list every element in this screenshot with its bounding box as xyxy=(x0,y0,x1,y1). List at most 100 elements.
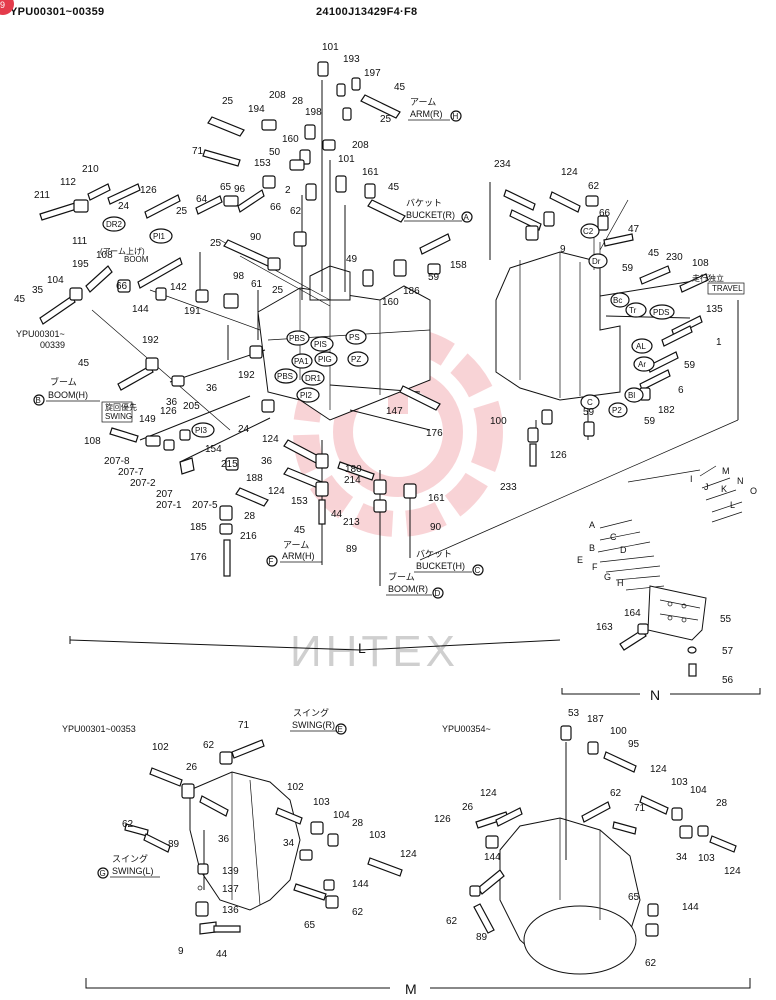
port-ps: PS xyxy=(349,333,360,342)
callout-boom-up-jp: (アーム上げ) xyxy=(100,247,145,256)
port-pbs-lower: PBS xyxy=(277,372,293,381)
legend-letter-b: B xyxy=(589,543,595,553)
callout-arm-r: ARM(R) xyxy=(410,109,443,119)
callout-arm-r-ref: H xyxy=(453,112,459,121)
callout-arm-r-jp: アーム xyxy=(410,97,436,107)
legend-letter-i: I xyxy=(690,474,693,484)
part-28: 28 xyxy=(352,818,364,829)
part-49: 49 xyxy=(346,254,358,265)
part-6: 6 xyxy=(678,385,684,396)
callout-bucket-h-jp: バケット xyxy=(416,549,452,559)
part-65: 65 xyxy=(220,182,232,193)
part-9: 9 xyxy=(178,946,184,957)
part-59: 59 xyxy=(622,263,634,274)
port-pi2: PI2 xyxy=(300,391,313,400)
part-108: 108 xyxy=(692,258,709,269)
legend-letter-d: D xyxy=(620,545,627,555)
part-126: 126 xyxy=(160,406,177,417)
part-1: 1 xyxy=(716,337,722,348)
part-71: 71 xyxy=(238,720,250,731)
callout-travel-jp: 走行独立 xyxy=(692,273,724,283)
travel-valve-assembly: C2 Dr Bc Tr PDS AL Ar Bl C P2 走行独立 TRAVE… xyxy=(489,159,745,493)
legend-letter-a: A xyxy=(589,520,595,530)
part-136: 136 xyxy=(222,905,239,916)
part-185: 185 xyxy=(190,522,207,533)
part-210: 210 xyxy=(82,164,99,175)
callout-bucket-r-jp: バケット xyxy=(406,198,442,208)
part-182: 182 xyxy=(658,405,675,416)
part-45: 45 xyxy=(294,525,306,536)
port-pig: PIG xyxy=(318,355,332,364)
part-95: 95 xyxy=(628,739,640,750)
part-207-1: 207-1 xyxy=(156,500,182,511)
part-47: 47 xyxy=(628,224,640,235)
part-154: 154 xyxy=(205,444,222,455)
section-n-detail: A B C D E F G H I J K L M N O 164 55 163 xyxy=(561,465,761,703)
part-101: 101 xyxy=(338,154,355,165)
part-213: 213 xyxy=(343,517,360,528)
part-55: 55 xyxy=(720,614,732,625)
part-98: 98 xyxy=(233,271,245,282)
part-62: 62 xyxy=(610,788,622,799)
legend-letter-l: L xyxy=(730,500,735,510)
part-163: 163 xyxy=(596,622,613,633)
part-53: 53 xyxy=(568,708,580,719)
part-50: 50 xyxy=(269,147,281,158)
part-124: 124 xyxy=(724,866,741,877)
part-26: 26 xyxy=(462,802,474,813)
part-90: 90 xyxy=(430,522,442,533)
part-108: 108 xyxy=(96,250,113,261)
part-207-8: 207-8 xyxy=(104,456,130,467)
callout-bucket-r: BUCKET(R) xyxy=(406,210,455,220)
part-89: 89 xyxy=(346,544,358,555)
serial-note-upper-left-2: 00339 xyxy=(40,340,65,350)
section-m-right: YPU00354~ 53 187 100 xyxy=(85,708,751,997)
part-164: 164 xyxy=(624,608,641,619)
part-45: 45 xyxy=(14,294,26,305)
part-161: 161 xyxy=(428,493,445,504)
part-2: 2 xyxy=(285,185,291,196)
part-45: 45 xyxy=(78,358,90,369)
part-24: 24 xyxy=(238,424,250,435)
legend-letter-c: C xyxy=(610,532,617,542)
part-139: 139 xyxy=(222,866,239,877)
part-176: 176 xyxy=(190,552,207,563)
part-103: 103 xyxy=(313,797,330,808)
port-c: C xyxy=(587,398,593,407)
part-24: 24 xyxy=(118,201,130,212)
part-208: 208 xyxy=(352,140,369,151)
part-36: 36 xyxy=(261,456,273,467)
part-108: 108 xyxy=(84,436,101,447)
part-65: 65 xyxy=(304,920,316,931)
serial-note-upper-left-1: YPU00301~ xyxy=(16,329,65,339)
port-bl: Bl xyxy=(628,391,635,400)
part-124: 124 xyxy=(262,434,279,445)
part-112: 112 xyxy=(60,177,76,188)
part-9: 9 xyxy=(560,244,566,255)
port-c2: C2 xyxy=(583,227,594,236)
port-pds: PDS xyxy=(653,308,669,317)
legend-letter-e: E xyxy=(577,555,583,565)
part-25: 25 xyxy=(176,206,188,217)
part-234: 234 xyxy=(494,159,511,170)
port-tr: Tr xyxy=(629,306,637,315)
part-62: 62 xyxy=(352,907,364,918)
part-160: 160 xyxy=(282,134,299,145)
part-205: 205 xyxy=(183,401,200,412)
part-153: 153 xyxy=(254,158,271,169)
part-90: 90 xyxy=(250,232,262,243)
part-188: 188 xyxy=(246,473,263,484)
port-p2: P2 xyxy=(612,406,622,415)
legend-letter-n: N xyxy=(737,476,744,486)
part-65: 65 xyxy=(628,892,640,903)
part-104: 104 xyxy=(690,785,707,796)
part-96: 96 xyxy=(234,184,246,195)
callout-boom-r-ref: D xyxy=(435,589,441,598)
callout-boom-r-jp: ブーム xyxy=(388,571,415,582)
part-147: 147 xyxy=(386,406,403,417)
drawing-code-header: 24100J13429F4·F8 xyxy=(316,6,418,18)
part-214: 214 xyxy=(344,475,361,486)
part-34: 34 xyxy=(283,838,295,849)
part-28: 28 xyxy=(716,798,728,809)
